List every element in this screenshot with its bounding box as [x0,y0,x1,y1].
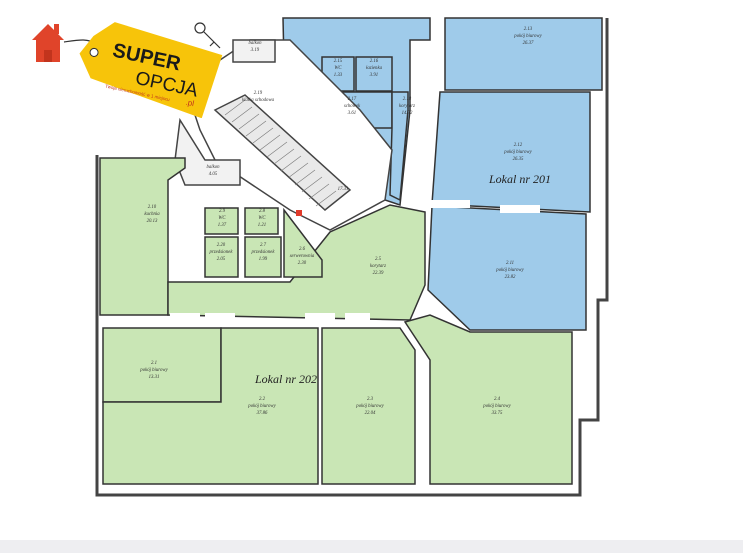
room-label-area: 22.39 [373,271,384,276]
room-label-id: 2.19 [254,91,263,96]
room-label-area: 13.31 [149,375,160,380]
room-label-id: 2.6 [299,247,306,252]
price-tag: SUPER OPCJA Twoja nieruchomość w 1 miejs… [79,22,223,119]
room-2-1 [102,327,222,403]
logo-domain: .pl [185,98,195,109]
room-2-10 [99,157,186,316]
room-label-name: pokój biurowy [482,404,511,409]
marker-icon [296,210,302,216]
stair-treads [224,99,337,207]
room-label-area: 3.19 [251,48,260,53]
room-2-7 [244,236,282,278]
room-label-area: 23.82 [505,275,516,280]
room-2-4 [403,314,573,485]
room-label-id: 2.15 [334,59,343,64]
room-label-name: serwerownia [290,254,315,259]
room-label-name: balkon [206,165,220,170]
unit-201-label: Lokal nr 201 [488,172,551,186]
room-2-20 [204,236,239,278]
unit-202-label: Lokal nr 202 [254,372,317,386]
room-label-name: pokój biurowy [355,404,384,409]
room-label-area: 1.37 [218,223,227,228]
room-2-18 [389,91,409,202]
room-label-area: 17.31 [338,187,349,192]
room-label-id: 2.16 [370,59,379,64]
room-label-id: 2.9 [219,209,226,214]
room-label-name: schowek [344,104,361,109]
room-2-8 [244,207,279,235]
room-label-name: balkon [248,41,262,46]
room-label-name: WC [258,216,266,221]
room-label-area: 22.04 [365,411,376,416]
room-label-name: kuchnia [144,212,160,217]
room-label-area: 2.30 [298,261,307,266]
room-label-area: 14.52 [402,111,413,116]
floor-plan-sheet: 2.19 klatka schodowa balkon 3.19 balkon 4.05 1… [0,0,743,540]
room-label-id: 2.11 [506,261,514,266]
room-label-id: 2.10 [148,205,157,210]
super-opcja-logo: SUPER OPCJA Twoja nieruchomość w 1 miejs… [28,18,238,119]
room-label-name: pokój biurowy [139,368,168,373]
room-2-11 [427,205,587,331]
room-label-id: 2.18 [403,97,412,102]
room-label-id: 2.12 [514,143,523,148]
room-label-id: 2.4 [494,397,501,402]
room-label-area: 1.33 [334,73,343,78]
room-label-id: 2.5 [375,257,382,262]
room-2-16 [355,56,393,92]
floor-plan: 2.19 klatka schodowa balkon 3.19 balkon 4.05 1… [95,17,609,497]
room-2-2 [102,327,319,485]
room-label-name: łazienka [366,66,383,71]
house-icon [32,24,64,62]
balcony-top [232,39,276,63]
room-2-9 [204,207,239,235]
room-label-area: 1.99 [259,257,268,262]
unit-202-area [99,157,573,485]
room-label-name: pokój biurowy [513,34,542,39]
room-label-area: 33.75 [492,411,503,416]
room-label-name: klatka schodowa [242,98,275,103]
room-label-name: pokój biurowy [247,404,276,409]
room-label-name: WC [218,216,226,221]
room-label-area: 26.35 [513,157,524,162]
room-label-name: przedsionek [251,250,276,255]
bottom-bar [0,540,743,553]
room-label-id: 2.7 [260,243,267,248]
room-label-id: 2.17 [348,97,357,102]
room-label-area: 1.21 [258,223,266,228]
room-labels: 2.19 klatka schodowa balkon 3.19 balkon 4.05 1… [139,27,542,416]
key-icon [194,22,221,49]
room-label-name: pokój biurowy [503,150,532,155]
logo-graphic: SUPER OPCJA Twoja nieruchomość w 1 miejs… [32,22,223,119]
room-2-12 [431,91,591,213]
room-label-area: 4.05 [209,172,218,177]
room-label-id: 2.1 [151,361,157,366]
room-label-id: 2.20 [217,243,226,248]
room-label-name: WC [334,66,342,71]
room-label-id: 2.2 [259,397,266,402]
room-label-id: 2.3 [367,397,374,402]
room-label-area: 3.61 [348,111,356,116]
room-label-id: 2.13 [524,27,533,32]
room-2-13 [444,17,603,91]
room-label-id: 2.8 [259,209,266,214]
room-label-area: 3.91 [370,73,378,78]
room-label-name: przedsionek [209,250,234,255]
room-label-area: 26.37 [523,41,534,46]
room-label-area: 20.13 [147,219,158,224]
room-2-6 [283,207,323,278]
room-label-name: korytarz [370,264,386,269]
room-label-name: pokój biurowy [495,268,524,273]
outer-walls [95,18,609,497]
room-label-area: 2.05 [217,257,226,262]
room-2-3 [321,327,416,485]
door-openings [170,200,540,321]
room-label-area: 37.86 [257,411,268,416]
room-2-15 [321,56,355,92]
room-label-name: korytarz [399,104,415,109]
